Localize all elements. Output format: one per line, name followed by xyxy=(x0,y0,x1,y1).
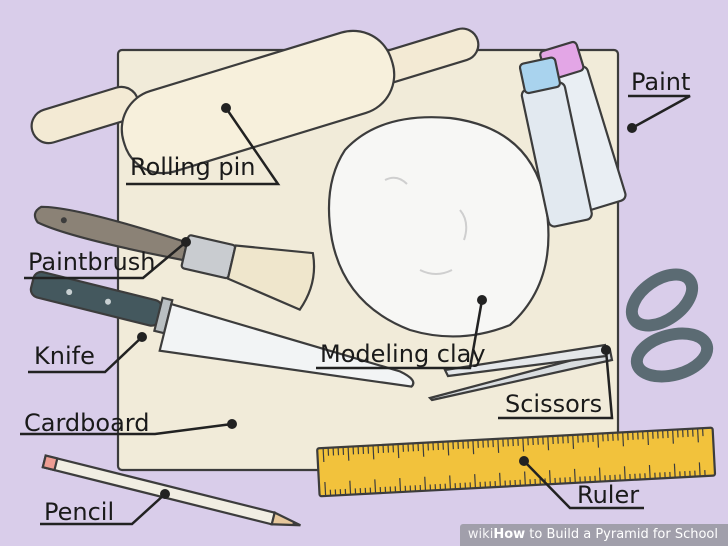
ruler-tick xyxy=(372,445,375,460)
ruler-tick xyxy=(698,462,701,477)
ruler-tick xyxy=(399,478,402,493)
label-ruler: Ruler xyxy=(519,456,644,510)
svg-text:Knife: Knife xyxy=(34,342,95,370)
ruler-tick xyxy=(672,429,674,444)
ruler-tick xyxy=(696,428,699,443)
svg-text:Rolling pin: Rolling pin xyxy=(130,153,255,181)
ruler-tick xyxy=(497,438,500,453)
ruler-tick xyxy=(573,468,576,483)
paintbrush xyxy=(33,205,316,311)
svg-text:Scissors: Scissors xyxy=(505,390,602,418)
ruler-tick xyxy=(524,471,526,486)
scissors xyxy=(427,268,714,402)
svg-text:Pencil: Pencil xyxy=(44,498,114,526)
ruler-tick xyxy=(597,433,600,448)
label-paintbrush: Paintbrush xyxy=(24,237,191,280)
ruler-tick xyxy=(422,442,425,457)
ruler-tick xyxy=(572,434,575,449)
label-rolling-pin: Rolling pin xyxy=(126,103,281,186)
ruler-tick xyxy=(374,479,377,494)
wikihow-logo: wiki xyxy=(467,527,494,542)
wikihow-watermark: wikiHow to Build a Pyramid for School xyxy=(459,524,728,546)
ruler-tick xyxy=(647,430,649,446)
ruler-tick xyxy=(522,437,525,452)
ruler-tick xyxy=(449,475,452,490)
pencil xyxy=(41,454,301,527)
ruler-tick xyxy=(447,441,450,456)
label-pencil: Pencil xyxy=(40,489,170,526)
label-cardboard: Cardboard xyxy=(20,409,237,437)
ruler-tick xyxy=(347,446,350,461)
ruler-tick xyxy=(547,436,550,451)
paint-tubes xyxy=(518,40,627,228)
svg-text:Cardboard: Cardboard xyxy=(24,409,149,437)
ruler-tick xyxy=(474,474,477,489)
ruler-tick xyxy=(499,472,501,487)
ruler-tick xyxy=(648,464,651,479)
modeling-clay xyxy=(327,116,550,338)
ruler-tick xyxy=(622,432,625,447)
rolling-pin xyxy=(30,27,480,175)
ruler-tick xyxy=(673,463,676,478)
ruler-tick xyxy=(623,466,626,481)
ruler-tick xyxy=(424,476,427,491)
svg-text:Paint: Paint xyxy=(631,68,690,96)
svg-text:Ruler: Ruler xyxy=(577,481,639,509)
label-knife: Knife xyxy=(28,332,147,374)
ruler-tick xyxy=(548,470,551,485)
ruler-tick xyxy=(472,440,475,455)
svg-text:Paintbrush: Paintbrush xyxy=(28,248,155,276)
svg-text:Modeling clay: Modeling clay xyxy=(320,340,486,368)
label-scissors: Scissors xyxy=(498,345,614,420)
ruler-tick xyxy=(349,480,352,495)
ruler xyxy=(316,426,717,498)
ruler-tick xyxy=(322,447,325,463)
ruler-tick xyxy=(598,467,601,482)
knife xyxy=(29,270,415,388)
ruler-tick xyxy=(397,444,400,459)
ruler-tick xyxy=(324,481,327,496)
label-modeling-clay: Modeling clay xyxy=(316,295,487,370)
label-paint: Paint xyxy=(627,68,691,133)
